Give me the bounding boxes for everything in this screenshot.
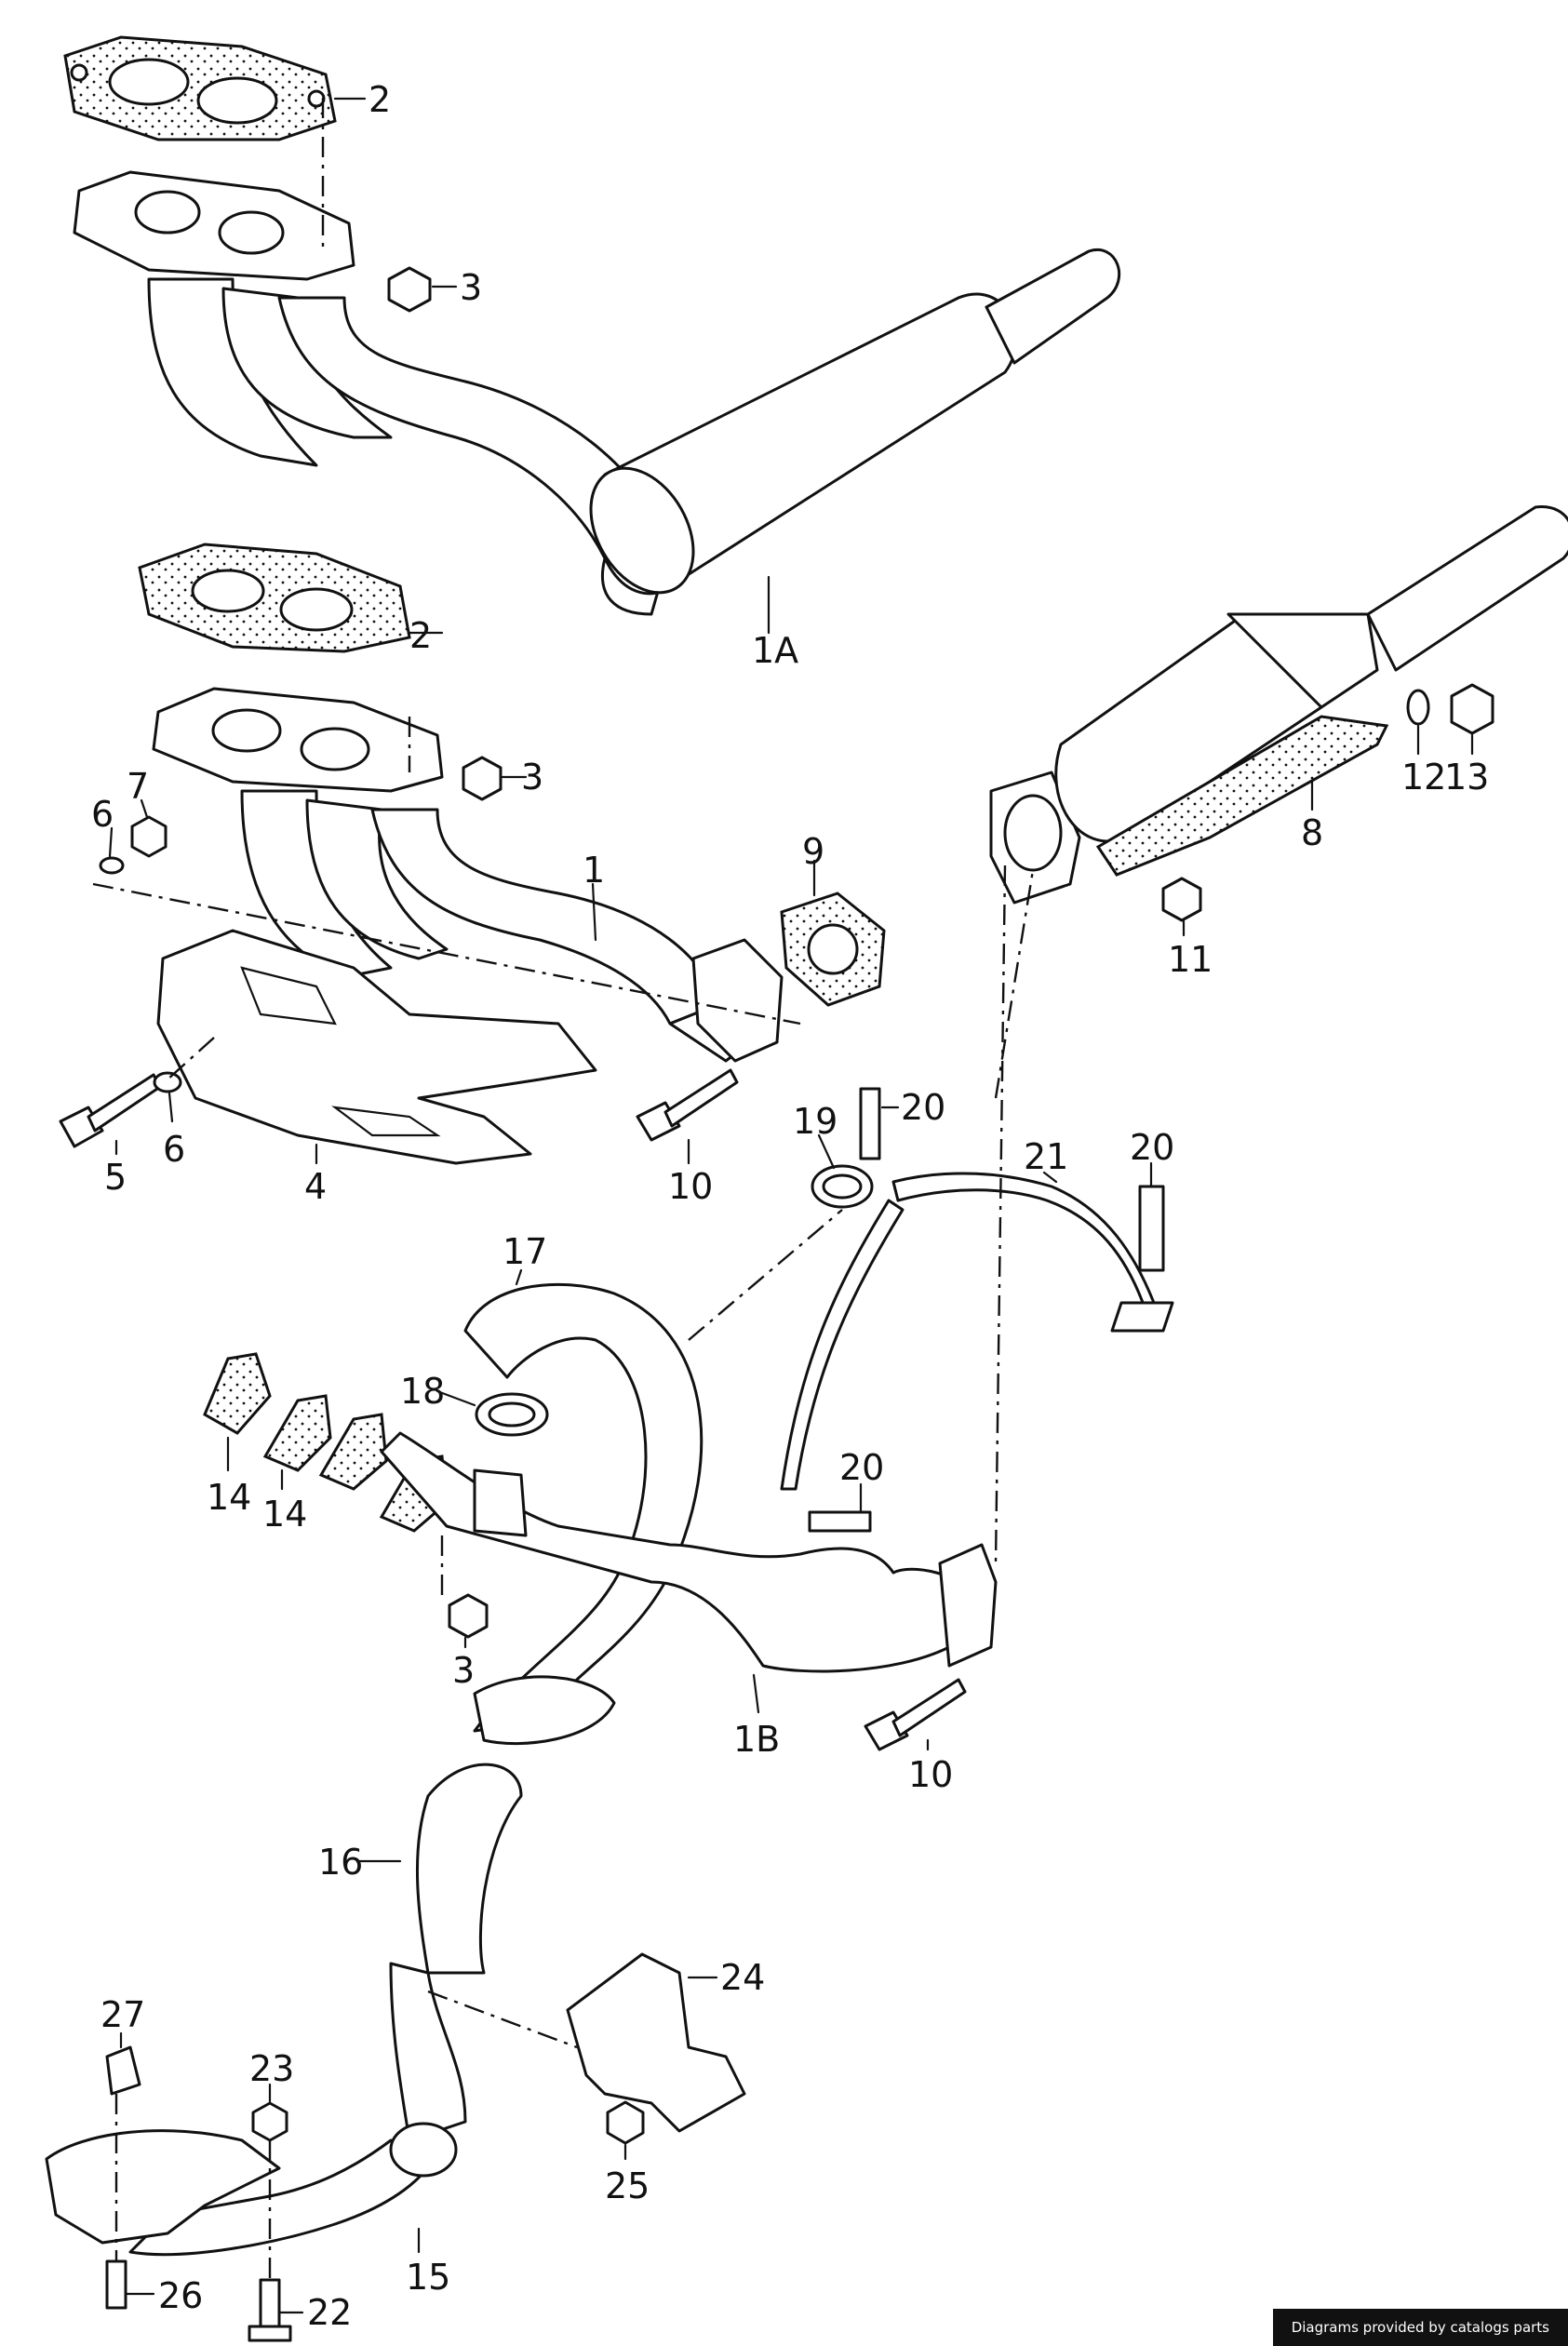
callout-27: 27 (101, 1994, 145, 2035)
bolt-10b (864, 1678, 967, 1751)
bracket-24 (566, 1952, 746, 2133)
bolt-20a (859, 1087, 881, 1160)
callout-22: 22 (307, 2292, 352, 2333)
callout-2b: 2 (409, 615, 432, 656)
callout-12: 12 (1401, 757, 1446, 798)
front-muffler-1A (589, 248, 1121, 596)
callout-20a: 20 (901, 1087, 945, 1128)
nut-11 (1161, 877, 1202, 922)
callout-3c: 3 (452, 1650, 475, 1691)
callout-15: 15 (406, 2257, 450, 2298)
callout-7: 7 (127, 766, 149, 807)
bolt-20b (1138, 1185, 1165, 1272)
bolt-22 (248, 2278, 292, 2342)
callout-17: 17 (503, 1231, 547, 1272)
heat-shield-15 (45, 2129, 281, 2245)
leader-lines (108, 97, 1474, 2314)
callout-18: 18 (400, 1371, 445, 1412)
gasket-2-lower (138, 543, 411, 653)
callout-10b: 10 (908, 1754, 953, 1795)
heat-shield-4 (156, 929, 597, 1165)
nut-13 (1450, 683, 1494, 735)
callout-13: 13 (1444, 757, 1489, 798)
nut-23 (251, 2101, 288, 2142)
callout-9: 9 (802, 831, 824, 872)
callout-11: 11 (1168, 939, 1213, 980)
callout-1A: 1A (752, 630, 798, 671)
callout-25: 25 (605, 2165, 650, 2206)
callout-26: 26 (158, 2275, 203, 2316)
diagram-credit-footer: Diagrams provided by catalogs parts (1272, 2309, 1568, 2346)
callout-8: 8 (1301, 812, 1323, 853)
catalytic-converter-8 (989, 505, 1568, 905)
callout-14a: 14 (207, 1477, 251, 1518)
callout-23: 23 (249, 2048, 294, 2089)
callout-16: 16 (318, 1842, 363, 1883)
nut-3a (387, 266, 432, 313)
callout-6b: 6 (163, 1129, 185, 1170)
exhaust-manifold-1A (73, 170, 672, 616)
bolt-5 (59, 1073, 162, 1148)
clamp-19 (811, 1164, 874, 1209)
callout-4: 4 (304, 1166, 327, 1207)
callout-19: 19 (793, 1101, 838, 1142)
nut-7 (130, 815, 168, 858)
callout-5: 5 (104, 1157, 127, 1198)
callout-3b: 3 (521, 757, 543, 798)
washer-6a (99, 856, 125, 875)
bolt-20c (808, 1510, 872, 1533)
callout-14b: 14 (262, 1494, 307, 1535)
callout-10a: 10 (668, 1166, 713, 1207)
alignment-lines (92, 98, 1035, 2280)
manifold-1B (380, 1431, 998, 1673)
callout-1: 1 (583, 850, 605, 891)
callout-labels: 2 3 1A 2 3 12 13 6 7 1 9 8 11 20 19 21 2… (91, 79, 1489, 2333)
nut-3b (462, 756, 503, 801)
callout-24: 24 (720, 1957, 765, 1998)
nut-3c (448, 1593, 489, 1639)
nut-25 (606, 2100, 645, 2145)
callout-6a: 6 (91, 794, 114, 835)
callout-21: 21 (1024, 1136, 1068, 1177)
clip-27 (105, 2045, 141, 2096)
clamp-18 (475, 1392, 549, 1437)
screw-26 (105, 2259, 127, 2310)
bolt-10a (636, 1068, 739, 1142)
gasket-2-upper (63, 35, 337, 141)
callout-2a: 2 (369, 79, 391, 120)
callout-3a: 3 (460, 267, 482, 308)
callout-20b: 20 (1130, 1127, 1174, 1168)
callout-20c: 20 (839, 1447, 884, 1488)
callout-1B: 1B (733, 1719, 780, 1760)
washer-6b (153, 1071, 182, 1093)
washer-12 (1406, 689, 1430, 726)
pipe-15 (128, 2122, 458, 2257)
flange-1 (691, 938, 784, 1063)
pipe-16 (389, 1763, 523, 2142)
gasket-9 (780, 891, 886, 1007)
tailpipe-17 (463, 1282, 704, 1746)
bracket-21 (780, 1172, 1174, 1491)
